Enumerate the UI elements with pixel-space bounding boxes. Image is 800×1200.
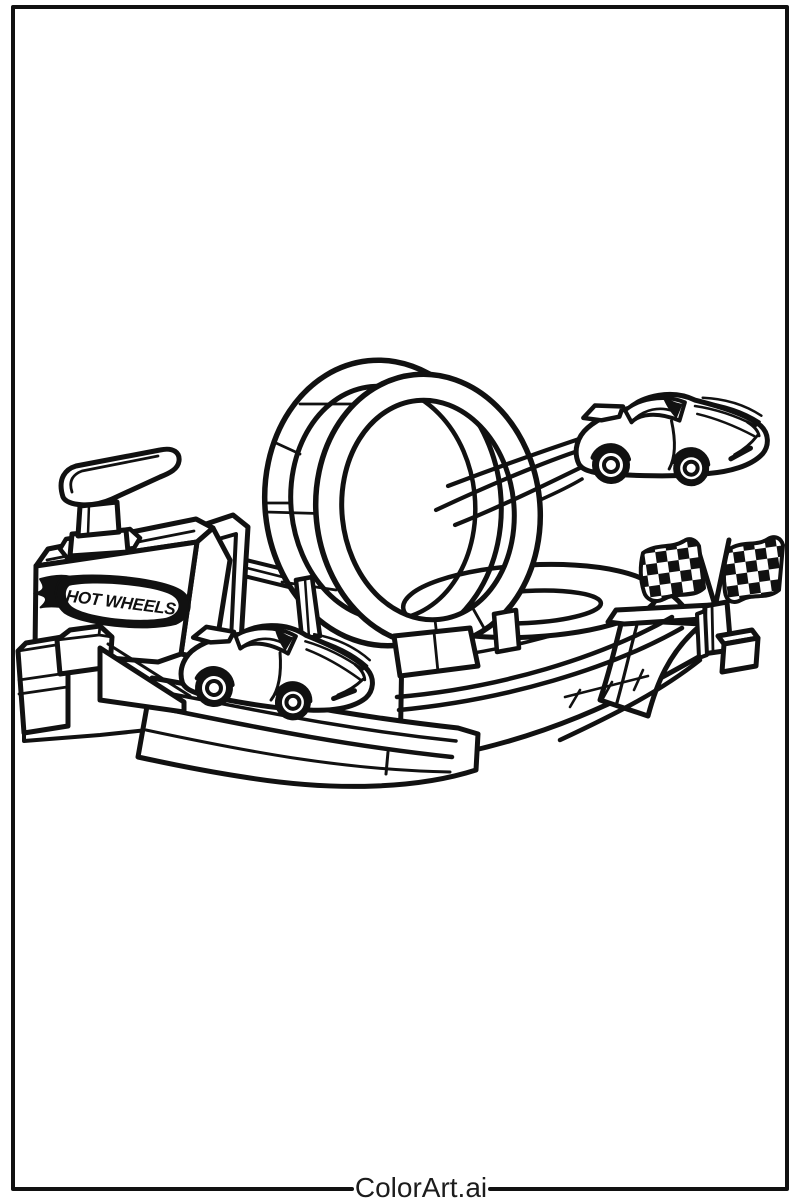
loop-band-tick bbox=[274, 441, 302, 456]
launch-track-end-cap bbox=[456, 726, 480, 772]
curve-rail-top bbox=[394, 614, 675, 700]
badge-band bbox=[65, 583, 179, 620]
airborne-race-car bbox=[574, 391, 769, 487]
base-block-band bbox=[17, 685, 69, 696]
flag-stand-step-front bbox=[719, 635, 761, 675]
flag-stand-block bbox=[695, 609, 709, 660]
ramp-face bbox=[597, 617, 705, 719]
launch-track bbox=[97, 642, 481, 789]
launch-track-step bbox=[384, 750, 390, 776]
speed-lines bbox=[433, 434, 595, 528]
plunger-shaft-line bbox=[86, 503, 91, 536]
plunger-handle-line bbox=[69, 454, 160, 494]
checkered-flag-left bbox=[638, 537, 706, 603]
loop-support-right bbox=[491, 607, 522, 655]
ramp-face-line bbox=[614, 619, 640, 708]
page-frame: ColorArt.ai bbox=[11, 5, 789, 1200]
curve-outer-rails bbox=[394, 614, 703, 743]
speed-line bbox=[445, 434, 588, 489]
frame-border bbox=[11, 5, 789, 1190]
speed-line bbox=[538, 477, 584, 502]
curve-ground-edge bbox=[557, 657, 703, 743]
checkered-flags bbox=[638, 535, 785, 615]
curve-tile-line bbox=[632, 668, 645, 692]
plunger-handle bbox=[58, 446, 182, 508]
launch-wedge bbox=[97, 645, 187, 715]
curve-rail-bottom bbox=[396, 625, 685, 713]
loop-support-block-line bbox=[432, 630, 440, 674]
vertical-loop bbox=[261, 357, 544, 649]
speed-line bbox=[452, 459, 595, 528]
loop-band-tick bbox=[469, 603, 486, 630]
checkered-flag-right bbox=[722, 535, 785, 604]
loop-support-pillar-line bbox=[303, 577, 311, 639]
jump-ramp bbox=[597, 599, 761, 719]
footer-brand: ColorArt.ai bbox=[355, 1172, 487, 1200]
launch-track-front-crease bbox=[144, 728, 452, 774]
ramp-top-bar bbox=[605, 602, 721, 627]
hot-wheels-badge: HOT WHEELS bbox=[33, 574, 191, 629]
base-cube-crease bbox=[55, 624, 114, 642]
flag-stand-post-line bbox=[710, 603, 715, 654]
launch-wedge-echo bbox=[106, 642, 192, 698]
curve-tile-line bbox=[563, 674, 650, 699]
